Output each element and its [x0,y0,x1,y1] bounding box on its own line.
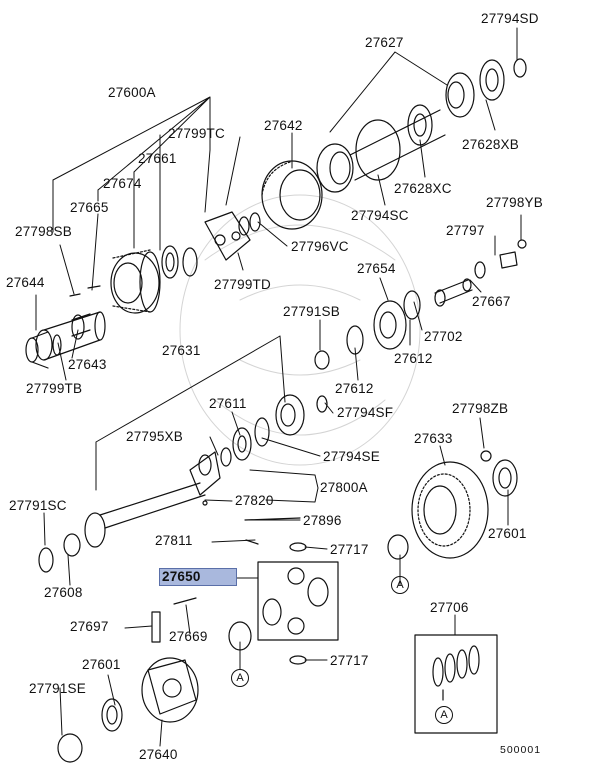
part-label-27799TC: 27799TC [168,126,225,141]
part-label-27794SF: 27794SF [337,405,394,420]
part-label-27644: 27644 [6,275,45,290]
part-label-27642: 27642 [264,118,303,133]
part-label-27669: 27669 [169,629,208,644]
part-label-27794SE: 27794SE [323,449,380,464]
part-label-27799TD: 27799TD [214,277,271,292]
part-label-27612-lower: 27612 [335,381,374,396]
part-label-27631: 27631 [162,343,201,358]
middle-components [38,239,527,573]
reference-marker-a-case: A [231,669,249,687]
part-label-27661: 27661 [138,151,177,166]
part-label-27640: 27640 [139,747,178,762]
part-label-27665: 27665 [70,200,109,215]
part-label-27601-right: 27601 [488,526,527,541]
part-label-27791SE: 27791SE [29,681,86,696]
part-label-27628XC: 27628XC [394,181,452,196]
upper-gear-train [25,58,527,369]
part-label-27601-lower: 27601 [82,657,121,672]
part-label-27795XB: 27795XB [126,429,183,444]
part-label-27612-upper: 27612 [394,351,433,366]
part-label-27798YB: 27798YB [486,195,543,210]
part-label-27797: 27797 [446,223,485,238]
part-label-27717-upper: 27717 [330,542,369,557]
part-label-27643: 27643 [68,357,107,372]
part-label-27611: 27611 [209,396,247,411]
part-label-27654: 27654 [357,261,396,276]
part-label-27600A: 27600A [108,85,156,100]
diagram-code: 500001 [500,744,542,756]
leader-lines [35,27,522,747]
part-label-27811: 27811 [155,533,193,548]
part-label-27706: 27706 [430,600,469,615]
part-label-27791SB: 27791SB [283,304,340,319]
part-label-27627: 27627 [365,35,404,50]
watermark-emblem [179,194,421,466]
reference-marker-a-differential: A [391,576,409,594]
part-label-27702: 27702 [424,329,463,344]
part-label-27896: 27896 [303,513,342,528]
part-label-27633: 27633 [414,431,453,446]
part-label-27791SC: 27791SC [9,498,67,513]
part-label-27798ZB: 27798ZB [452,401,509,416]
part-label-27697: 27697 [70,619,109,634]
part-label-27798SB: 27798SB [15,224,72,239]
part-label-27820: 27820 [235,493,274,508]
differential [57,450,518,763]
part-label-27628XB: 27628XB [462,137,519,152]
part-label-27800A: 27800A [320,480,368,495]
part-label-27608: 27608 [44,585,83,600]
part-label-27674: 27674 [103,176,142,191]
part-label-27794SD: 27794SD [481,11,539,26]
part-label-27794SC: 27794SC [351,208,409,223]
part-label-27717-lower: 27717 [330,653,369,668]
part-label-27667: 27667 [472,294,511,309]
part-label-27799TB: 27799TB [26,381,83,396]
part-label-27650-highlighted[interactable]: 27650 [159,568,237,586]
reference-marker-a-shims: A [435,706,453,724]
part-label-27796VC: 27796VC [291,239,349,254]
